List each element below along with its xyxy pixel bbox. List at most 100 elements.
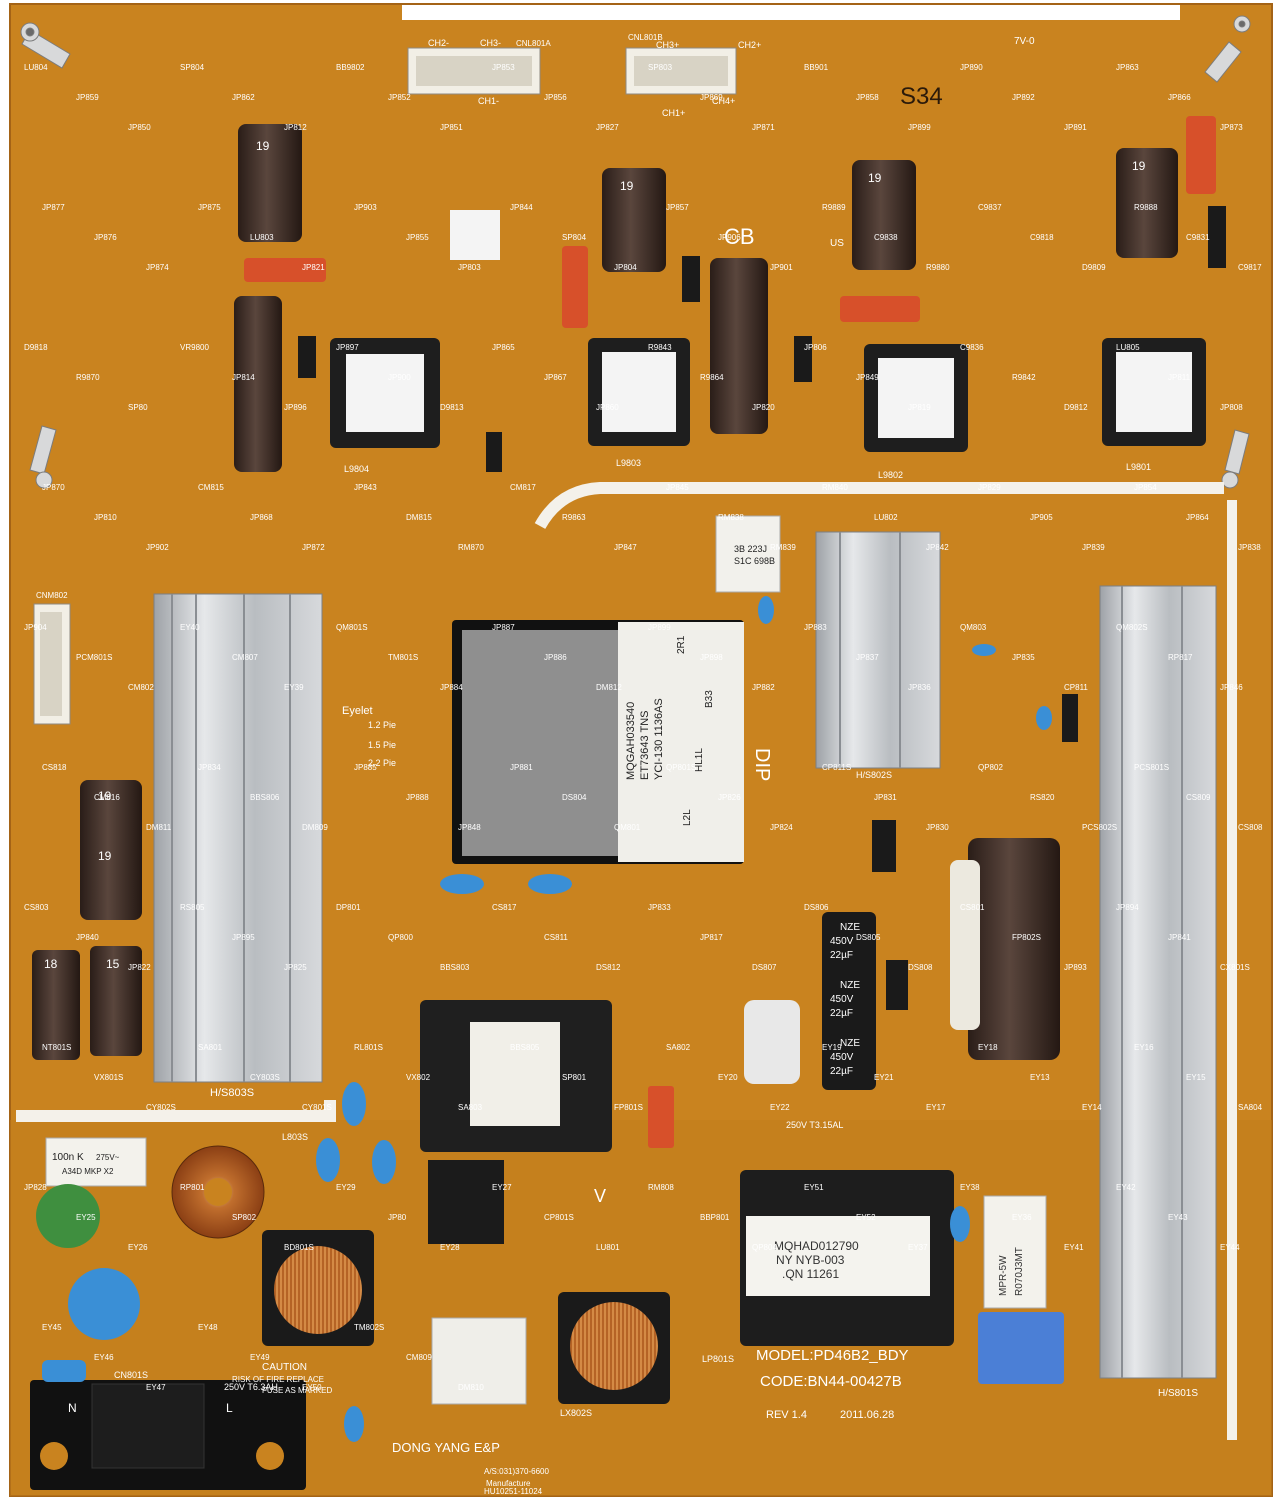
silkscreen-text: L803S bbox=[282, 1132, 308, 1142]
white-x-cap bbox=[45, 1137, 147, 1187]
silkscreen-text: EY36 bbox=[1012, 1213, 1032, 1222]
silkscreen-text: JP863 bbox=[1116, 63, 1139, 72]
silkscreen-text: JP906 bbox=[718, 233, 741, 242]
silkscreen-text: HL1L bbox=[694, 748, 705, 772]
silkscreen-text: 450V bbox=[830, 994, 854, 1005]
silkscreen-text: JP886 bbox=[544, 653, 567, 662]
silkscreen-text: EY20 bbox=[718, 1073, 738, 1082]
silkscreen-text: JP806 bbox=[804, 343, 827, 352]
silkscreen-text: EY16 bbox=[1134, 1043, 1154, 1052]
silkscreen-text: JP822 bbox=[128, 963, 151, 972]
silkscreen-text: 7V-0 bbox=[1014, 36, 1035, 47]
film-capacitor bbox=[244, 116, 1216, 1148]
silkscreen-text: C9836 bbox=[960, 343, 984, 352]
silkscreen-text: JP885 bbox=[354, 763, 377, 772]
silkscreen-text: DS804 bbox=[562, 793, 587, 802]
silkscreen-text: CH1+ bbox=[662, 108, 685, 118]
silkscreen-text: JP837 bbox=[856, 653, 879, 662]
silkscreen-text: MPR-5W bbox=[998, 1255, 1009, 1296]
silkscreen-text: CNL801B bbox=[628, 33, 663, 42]
silkscreen-text: RL801S bbox=[354, 1043, 383, 1052]
silkscreen-text: NZE bbox=[840, 980, 860, 991]
silkscreen-text: RM840 bbox=[822, 483, 848, 492]
silkscreen-text: 2.2 Pie bbox=[368, 758, 396, 768]
silkscreen-text: HU10251-11024 bbox=[484, 1487, 543, 1496]
maker-text: DONG YANG E&P bbox=[392, 1440, 500, 1455]
silkscreen-text: JP871 bbox=[752, 123, 775, 132]
silkscreen-text: EY46 bbox=[94, 1353, 114, 1362]
silkscreen-text: R9880 bbox=[926, 263, 950, 272]
silkscreen-text: EY15 bbox=[1186, 1073, 1206, 1082]
silkscreen-text: JP835 bbox=[1012, 653, 1035, 662]
silkscreen-text: D9813 bbox=[440, 403, 464, 412]
silkscreen-text: DS808 bbox=[908, 963, 933, 972]
blue-varistor bbox=[68, 1268, 140, 1340]
silkscreen-text: 18 bbox=[44, 957, 58, 971]
silkscreen-text: JP891 bbox=[1064, 123, 1087, 132]
silkscreen-text: LU801 bbox=[596, 1243, 620, 1252]
qr-label bbox=[450, 210, 500, 260]
silkscreen-text: JP833 bbox=[648, 903, 671, 912]
silkscreen-text: JP80 bbox=[388, 1213, 407, 1222]
white-glue-big bbox=[950, 860, 980, 1030]
silkscreen-text: L9804 bbox=[344, 464, 369, 474]
silkscreen-text: BBS805 bbox=[510, 1043, 540, 1052]
silkscreen-text: CM816 bbox=[94, 793, 120, 802]
silkscreen-text: H/S801S bbox=[1158, 1388, 1198, 1399]
silkscreen-text: LU804 bbox=[24, 63, 48, 72]
silkscreen-text: R070J3MT bbox=[1014, 1247, 1025, 1296]
silkscreen-text: LX802S bbox=[560, 1408, 592, 1418]
cb-mark: CB bbox=[724, 224, 755, 249]
silkscreen-text: EY43 bbox=[1168, 1213, 1188, 1222]
silkscreen-text: 19 bbox=[868, 171, 882, 185]
silkscreen-text: SP80 bbox=[128, 403, 148, 412]
silkscreen-text: CS803 bbox=[24, 903, 49, 912]
silkscreen-text: JP819 bbox=[908, 403, 931, 412]
silkscreen-text: LU805 bbox=[1116, 343, 1140, 352]
silkscreen-text: CH2- bbox=[428, 38, 449, 48]
silkscreen-text: JP868 bbox=[250, 513, 273, 522]
silkscreen-text: EY47 bbox=[146, 1383, 166, 1392]
silkscreen-text: JP830 bbox=[926, 823, 949, 832]
model-text: MODEL:PD46B2_BDY bbox=[756, 1347, 909, 1364]
silkscreen-text: EY44 bbox=[1220, 1243, 1240, 1252]
silkscreen-text: L9803 bbox=[616, 458, 641, 468]
silkscreen-text: 22µF bbox=[830, 950, 853, 961]
silkscreen-text: CP811 bbox=[1064, 683, 1088, 692]
silkscreen-text: CH1- bbox=[478, 96, 499, 106]
silkscreen-text: JP838 bbox=[1238, 543, 1261, 552]
ic-label-text: MQGAH033540 bbox=[625, 702, 637, 780]
silkscreen-text: RP801 bbox=[180, 1183, 205, 1192]
main-ic bbox=[452, 620, 744, 864]
silkscreen-text: QP800 bbox=[388, 933, 413, 942]
silkscreen-text: R9863 bbox=[562, 513, 586, 522]
rev-text: REV 1.4 bbox=[766, 1409, 807, 1421]
silkscreen-text: JP817 bbox=[700, 933, 723, 942]
silkscreen-text: D9812 bbox=[1064, 403, 1088, 412]
silkscreen-text: JP841 bbox=[1168, 933, 1191, 942]
silkscreen-text: NY NYB-003 bbox=[776, 1253, 845, 1267]
silkscreen-text: JP836 bbox=[908, 683, 931, 692]
silkscreen-text: YCI-130 1136AS bbox=[653, 698, 665, 780]
silkscreen-text: DS806 bbox=[804, 903, 829, 912]
silkscreen-text: JP810 bbox=[94, 513, 117, 522]
connector-cnl801a bbox=[407, 47, 541, 95]
silkscreen-text: JP853 bbox=[492, 63, 515, 72]
silkscreen-text: EY50 bbox=[302, 1383, 322, 1392]
silkscreen-text: JP882 bbox=[752, 683, 775, 692]
silkscreen-text: JP894 bbox=[1116, 903, 1139, 912]
silkscreen-text: JP864 bbox=[1186, 513, 1209, 522]
silkscreen-text: JP839 bbox=[1082, 543, 1105, 552]
silkscreen-text: DM810 bbox=[458, 1383, 484, 1392]
eyelet-text: Eyelet bbox=[342, 705, 373, 717]
flyback-l9803 bbox=[588, 338, 690, 446]
silkscreen-text: JP859 bbox=[76, 93, 99, 102]
silkscreen-text: CM817 bbox=[510, 483, 536, 492]
silkscreen-text: JP903 bbox=[354, 203, 377, 212]
silkscreen-text: EY40 bbox=[180, 623, 200, 632]
silkscreen-text: EY29 bbox=[336, 1183, 356, 1192]
silkscreen-text: JP884 bbox=[440, 683, 463, 692]
mounting-tab bbox=[20, 15, 1251, 489]
silkscreen-text: EY42 bbox=[1116, 1183, 1136, 1192]
silkscreen-text: JP804 bbox=[614, 263, 637, 272]
